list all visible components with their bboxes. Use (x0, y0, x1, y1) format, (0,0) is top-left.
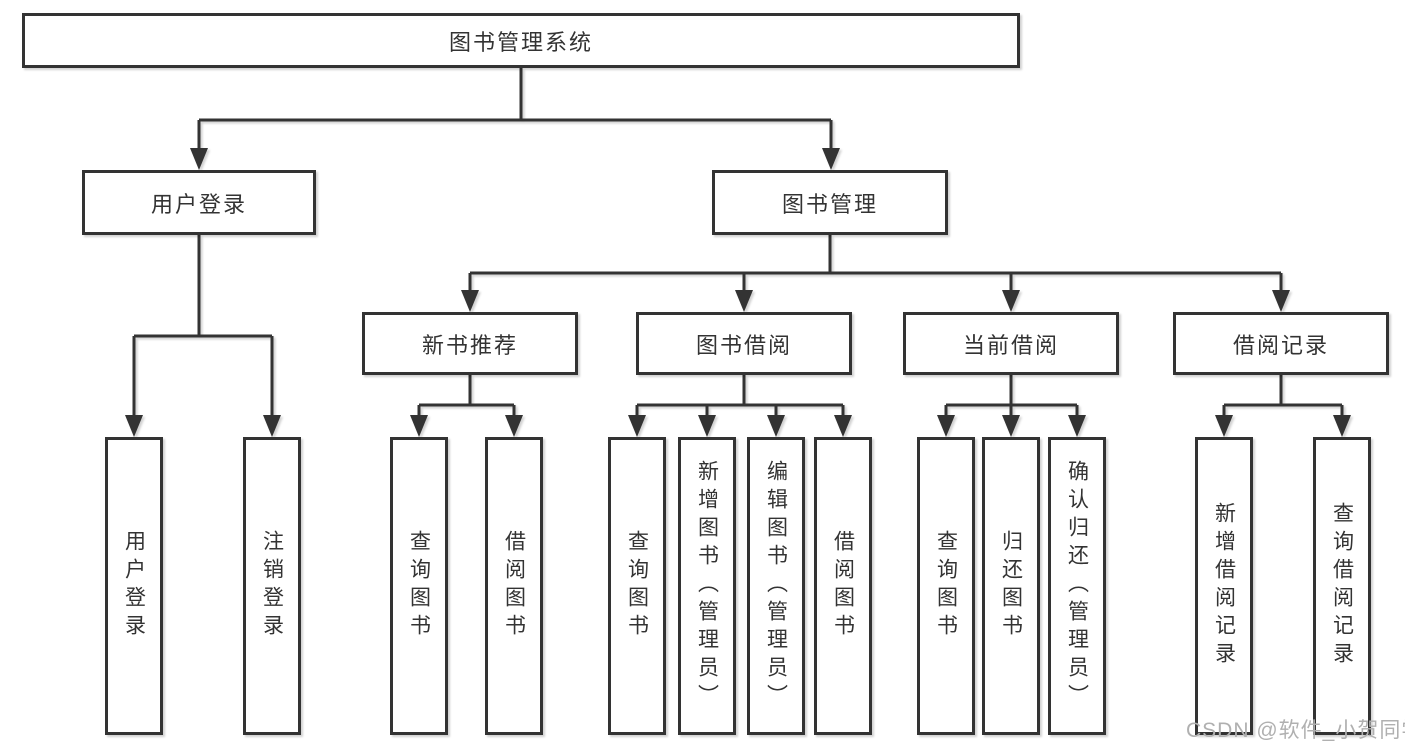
node-user-login-leaf: 用户登录 (105, 437, 163, 735)
node-query-books-borrowing: 查询图书 (608, 437, 666, 735)
arrowheads (125, 148, 1351, 437)
node-user-login-branch: 用户登录 (82, 170, 316, 235)
node-root-label: 图书管理系统 (448, 29, 593, 55)
node-edit-book-admin-label: 编辑图书（管理员） (764, 460, 788, 712)
node-book-management: 图书管理 (712, 170, 948, 235)
node-new-book-recommend: 新书推荐 (362, 312, 578, 375)
node-current-borrowing-label: 当前借阅 (962, 332, 1059, 358)
node-user-login-leaf-label: 用户登录 (122, 530, 146, 642)
node-return-books-label: 归还图书 (999, 530, 1023, 642)
node-user-login-branch-label: 用户登录 (150, 191, 247, 217)
node-root: 图书管理系统 (22, 13, 1020, 68)
node-query-books-current-label: 查询图书 (934, 530, 958, 642)
node-query-books-current: 查询图书 (917, 437, 975, 735)
node-borrow-books-recommend-label: 借阅图书 (502, 530, 526, 642)
node-borrow-books-recommend: 借阅图书 (485, 437, 543, 735)
node-borrow-books-leaf: 借阅图书 (814, 437, 872, 735)
node-add-borrow-record: 新增借阅记录 (1195, 437, 1253, 735)
node-query-books-borrowing-label: 查询图书 (625, 530, 649, 642)
node-confirm-return-admin: 确认归还（管理员） (1048, 437, 1106, 735)
node-return-books: 归还图书 (982, 437, 1040, 735)
node-add-book-admin-label: 新增图书（管理员） (695, 460, 719, 712)
node-add-borrow-record-label: 新增借阅记录 (1212, 502, 1236, 670)
node-query-books-recommend-label: 查询图书 (407, 530, 431, 642)
node-query-borrow-record: 查询借阅记录 (1313, 437, 1371, 735)
node-borrow-books-leaf-label: 借阅图书 (831, 530, 855, 642)
node-borrowing-records: 借阅记录 (1173, 312, 1389, 375)
node-book-management-label: 图书管理 (781, 191, 878, 217)
node-current-borrowing: 当前借阅 (903, 312, 1119, 375)
node-logout-leaf-label: 注销登录 (260, 530, 284, 642)
node-edit-book-admin: 编辑图书（管理员） (747, 437, 805, 735)
node-book-borrowing-label: 图书借阅 (695, 332, 792, 358)
node-logout-leaf: 注销登录 (243, 437, 301, 735)
node-book-borrowing: 图书借阅 (636, 312, 852, 375)
node-query-borrow-record-label: 查询借阅记录 (1330, 502, 1354, 670)
node-query-books-recommend: 查询图书 (390, 437, 448, 735)
node-add-book-admin: 新增图书（管理员） (678, 437, 736, 735)
node-new-book-recommend-label: 新书推荐 (421, 332, 518, 358)
node-confirm-return-admin-label: 确认归还（管理员） (1065, 460, 1089, 712)
node-borrowing-records-label: 借阅记录 (1232, 332, 1329, 358)
csdn-watermark: CSDN @软件_小贺同学 (1186, 719, 1405, 742)
